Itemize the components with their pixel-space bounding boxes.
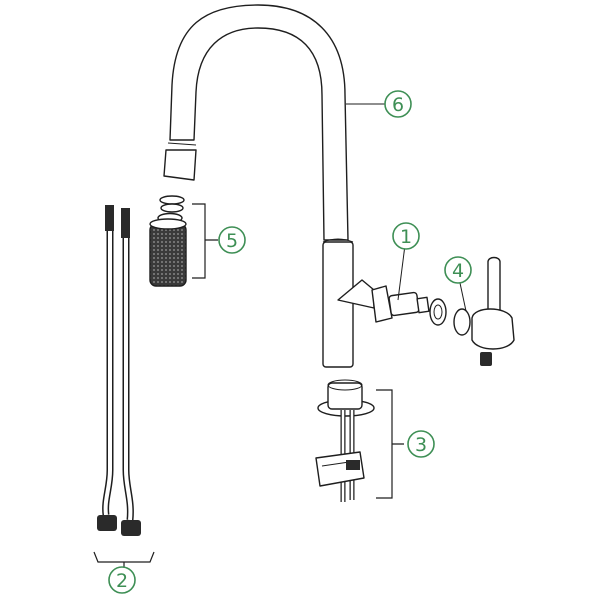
cartridge-sleeve — [371, 285, 393, 323]
spray-head — [163, 149, 197, 181]
handle-part — [471, 256, 515, 366]
callout-3: 3 — [407, 430, 435, 458]
callout-6-circle — [384, 90, 412, 118]
callout-2-circle — [108, 566, 136, 594]
handle-body — [471, 308, 515, 350]
callout-4: 4 — [444, 256, 472, 284]
mounting-kit-part — [315, 379, 375, 502]
callout-1-circle — [392, 222, 420, 250]
callout-5-label: 5 — [226, 230, 238, 252]
leader-lines — [93, 103, 467, 568]
cartridge-ring — [453, 308, 471, 336]
callout-6-label: 6 — [392, 94, 404, 116]
hoses-part — [97, 205, 141, 536]
callout-2: 2 — [108, 566, 136, 594]
spout-part — [163, 4, 354, 368]
hose-nut-left — [97, 515, 117, 531]
hose-nut-right — [121, 520, 141, 536]
cartridge — [388, 291, 420, 317]
hose-end-left — [105, 205, 114, 231]
hose-end-right — [121, 208, 130, 238]
callout-6: 6 — [384, 90, 412, 118]
callout-4-circle — [444, 256, 472, 284]
grub-screw — [480, 352, 492, 366]
callout-5: 5 — [218, 226, 246, 254]
callout-1: 1 — [392, 222, 420, 250]
knurled-aerator — [149, 223, 187, 287]
aerator-part — [149, 195, 187, 287]
callout-3-label: 3 — [415, 434, 427, 456]
spout-body — [322, 241, 354, 368]
mount-nut — [327, 382, 363, 410]
callout-3-circle — [407, 430, 435, 458]
cartridge-nut — [429, 298, 447, 326]
callout-2-label: 2 — [116, 570, 128, 592]
cartridge-part — [337, 279, 471, 336]
callout-1-label: 1 — [400, 226, 412, 248]
callout-4-label: 4 — [452, 260, 464, 282]
callout-5-circle — [218, 226, 246, 254]
